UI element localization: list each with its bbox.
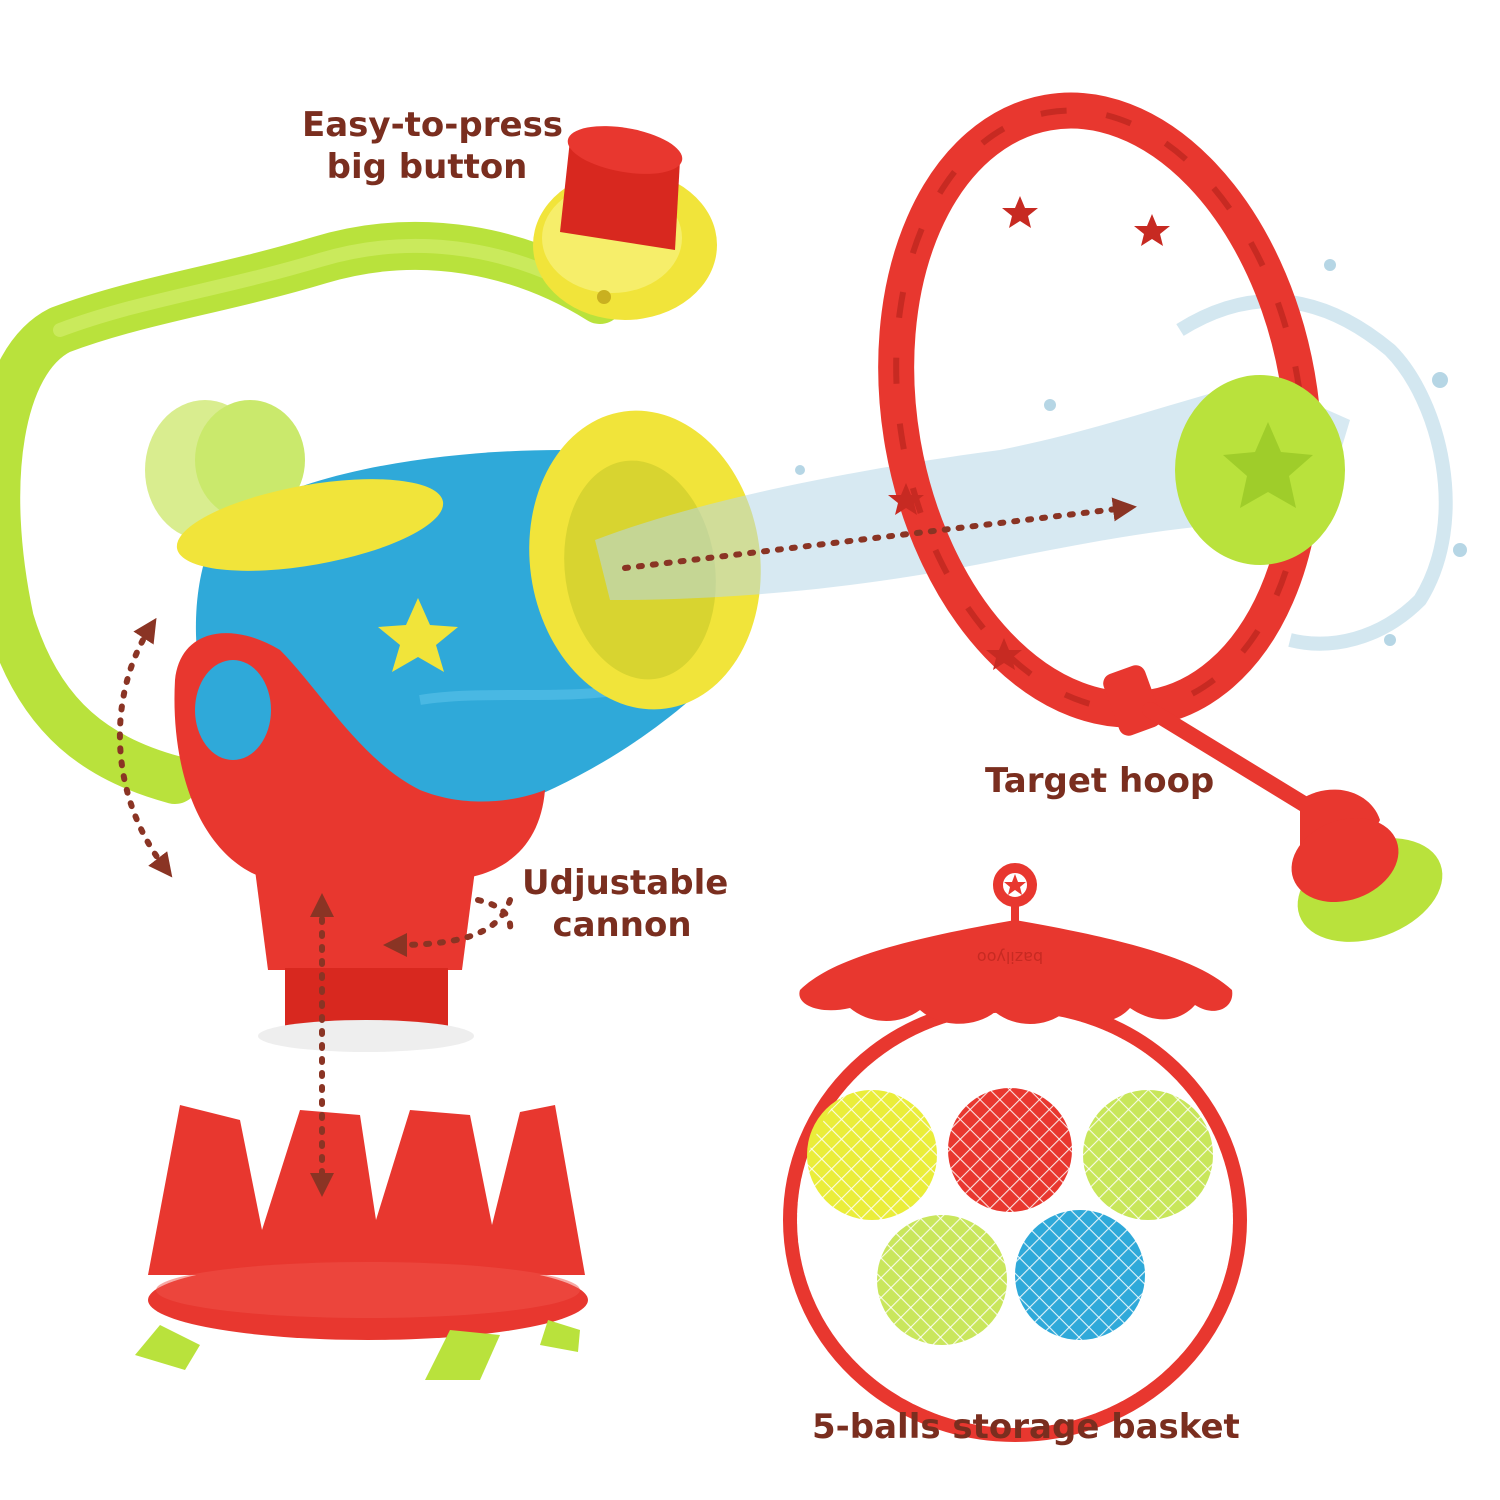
- storage-basket-label: 5-balls storage basket: [812, 1407, 1240, 1447]
- star-icon: [1223, 422, 1313, 508]
- push-button-label: Easy-to-press big button: [302, 104, 564, 188]
- star-icon: [1002, 196, 1038, 228]
- adjustable-cannon-label: Udjustable cannon: [522, 862, 729, 946]
- star-icon: [888, 483, 924, 515]
- target-hoop: [878, 92, 1443, 942]
- label-line: big button: [326, 147, 528, 187]
- cannon-neck: [255, 870, 475, 1052]
- cannon-base: [135, 1105, 588, 1380]
- arrow-icon: [383, 897, 514, 957]
- arrow-icon: [622, 497, 1137, 571]
- brand-logo: bazilyoo: [977, 948, 1043, 967]
- target-ball: [1175, 375, 1345, 565]
- target-hoop-label: Target hoop: [985, 761, 1215, 801]
- star-icon: [378, 598, 458, 672]
- star-icon: [1134, 214, 1170, 246]
- double-arrow-icon: [116, 617, 173, 878]
- basket-canopy: [799, 920, 1233, 1024]
- label-line: Easy-to-press: [302, 105, 564, 145]
- cannon-pivot: [174, 633, 545, 880]
- label-line: cannon: [552, 905, 692, 945]
- push-button: [533, 126, 717, 320]
- star-icon: [1004, 874, 1026, 895]
- star-icon: [986, 638, 1022, 670]
- storage-basket: bazilyoo: [783, 863, 1247, 1442]
- launch-ball-ghost: [145, 400, 305, 540]
- label-line: Udjustable: [522, 863, 729, 903]
